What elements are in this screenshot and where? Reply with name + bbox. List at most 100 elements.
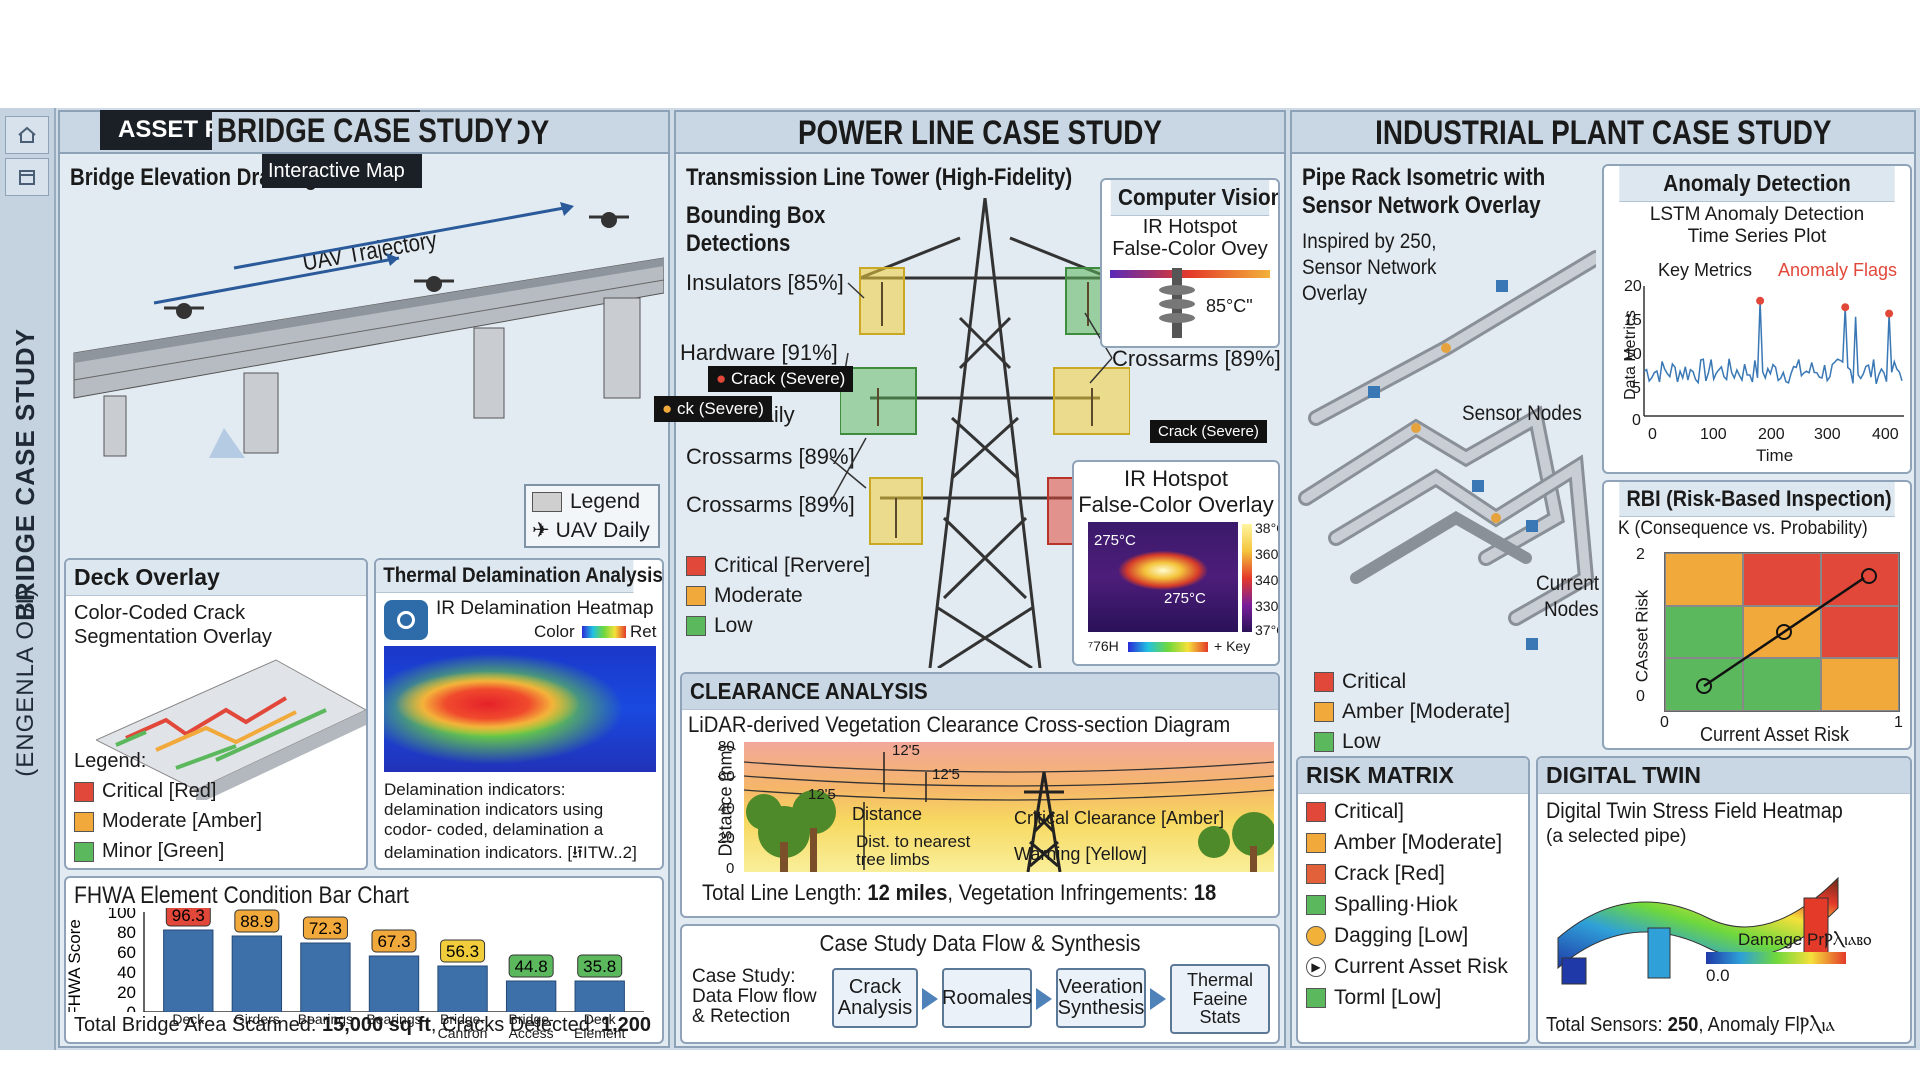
transmission-tower-drawing [840, 198, 1130, 668]
fhwa-y-axis-label: FHWA Score [66, 919, 84, 1012]
rbi-panel: RBI (Risk-Based Inspection) K (Consequen… [1602, 480, 1912, 750]
legend-low: Low [686, 614, 753, 638]
ir-delamination-heatmap [384, 646, 656, 772]
computer-vision-panel: Computer Vision IR Hotspot False-Color O… [1100, 178, 1280, 348]
fhwa-value-label: 88.9 [240, 912, 273, 931]
flow-step-thermal-stats[interactable]: Thermal Faeine Stats [1170, 964, 1270, 1034]
legend-amber: Amber [Moderate] [1314, 700, 1510, 724]
elevation-legend: Legend ✈UAV Daily [524, 484, 660, 548]
crack-severe-tag-2: ● ck (Severe) [654, 396, 772, 422]
anomaly-flag-marker [1885, 309, 1894, 318]
fhwa-y-tick: 80 [117, 923, 136, 942]
calendar-icon [19, 170, 35, 185]
bridge-title-overlay: BRIDGE CASE STUDY [212, 112, 518, 151]
fhwa-category-label: Deck [172, 1011, 205, 1027]
fhwa-bar-chart: FHWA Score02040608010096.388.972.367.356… [66, 908, 644, 1012]
tower-title: Transmission Line Tower (High-Fidelity) [686, 164, 1073, 191]
fhwa-footer: Total Bridge Area Scanned: 15,000 sq ft,… [74, 1014, 652, 1036]
legend-minor: Minor [Green] [74, 840, 224, 863]
clearance-analysis-panel: CLEARANCE ANALYSIS LiDAR-derived Vegetat… [680, 672, 1280, 918]
fhwa-value-label: 67.3 [377, 932, 410, 951]
data-flow-panel: Case Study Data Flow & Synthesis Case St… [680, 924, 1280, 1044]
legend-critical: Critical [Red] [74, 780, 216, 803]
anomaly-detection-panel: Anomaly Detection LSTM Anomaly Detection… [1602, 164, 1912, 474]
alert-icon: ● [662, 399, 673, 418]
fhwa-category-label: Bridge- Access [508, 1011, 554, 1041]
rbi-risk-grid [1664, 552, 1900, 712]
thermal-color-scale [582, 626, 626, 638]
crack-severe-tag: ● Crack (Severe) [708, 366, 854, 392]
tower-panel: Transmission Line Tower (High-Fidelity) … [654, 158, 1281, 668]
alert-icon: ● [716, 369, 727, 388]
arrow-right-icon [1150, 988, 1166, 1010]
fhwa-value-badge [234, 909, 280, 933]
fhwa-y-tick: 60 [117, 943, 136, 962]
power-column: POWER LINE CASE STUDY Transmission Line … [654, 110, 1286, 1048]
legend-moderate: Moderate [686, 584, 803, 608]
fhwa-value-badge [508, 954, 554, 978]
sidebar-vertical-title: BRIDGE CASE STUDY [10, 328, 40, 621]
fhwa-bar [505, 980, 557, 1012]
fhwa-value-badge [165, 908, 211, 927]
risk-item-dagging: Dagging [Low] [1306, 924, 1468, 948]
fhwa-category-label: Girders [233, 1011, 280, 1027]
home-button[interactable] [5, 116, 49, 154]
deck-overlay-panel: Deck Overlay Color-Coded Crack Segmentat… [64, 558, 368, 870]
fhwa-value-badge [302, 916, 348, 940]
legend-moderate: Moderate [Amber] [74, 810, 262, 833]
risk-item-amber: Amber [Moderate] [1306, 831, 1502, 855]
risk-item-crack: Crack [Red] [1306, 862, 1445, 886]
fhwa-y-tick: 20 [117, 983, 136, 1002]
fhwa-category-label: Deck Element [574, 1011, 626, 1041]
legend-uav-daily: ✈UAV Daily [532, 519, 650, 542]
play-icon: ▶ [1306, 957, 1326, 978]
insulator-icon [1159, 268, 1195, 338]
fhwa-value-badge [577, 954, 623, 978]
fhwa-value-badge [440, 939, 486, 963]
pipe-rack-panel: Pipe Rack Isometric with Sensor Network … [1296, 158, 1599, 753]
fhwa-bar [231, 935, 283, 1012]
risk-item-current-asset: ▶Current Asset Risk [1306, 955, 1508, 979]
risk-matrix-panel: RISK MATRIX Critical] Amber [Moderate] C… [1296, 756, 1530, 1044]
calendar-button[interactable] [5, 158, 49, 196]
legend-critical: Critical [1314, 670, 1406, 694]
bridge-elevation-drawing [73, 202, 664, 458]
ir-hotspot-image [1088, 522, 1238, 632]
fhwa-y-tick: 40 [117, 963, 136, 982]
drone-icon: ✈ [532, 519, 550, 542]
flow-step-roomales[interactable]: Roomales [942, 968, 1032, 1028]
sidebar-vertical-sub: (ENGENLA OI/I) [12, 588, 39, 777]
fhwa-category-label: Bridge- Cantron [437, 1011, 488, 1041]
ir-temperature-scale [1242, 524, 1252, 632]
flow-step-veeration-synthesis[interactable]: Veeration Synthesis [1056, 968, 1146, 1028]
clearance-diagram [744, 752, 1274, 872]
fhwa-category-label: Bearings [366, 1011, 422, 1027]
damage-color-scale [1706, 952, 1846, 964]
fhwa-value-label: 72.3 [309, 919, 342, 938]
deck-crack-overlay [96, 659, 366, 800]
deck-overlay-title: Deck Overlay [66, 560, 366, 596]
plant-title: INDUSTRIAL PLANT CASE STUDY [1292, 112, 1914, 154]
clearance-footer: Total Line Length: 12 miles, Vegetation … [702, 880, 1217, 905]
rbi-trend-arrow [1696, 568, 1877, 694]
plant-column: INDUSTRIAL PLANT CASE STUDY Pipe Rack Is… [1290, 110, 1916, 1048]
ir-hotspot-panel: IR Hotspot False-Color Overlay 275°C 275… [1072, 460, 1280, 666]
data-flow-title: Case Study Data Flow & Synthesis [819, 930, 1141, 956]
stress-field-heatmap [1557, 876, 1839, 985]
fhwa-category-label: Bearings [297, 1011, 354, 1027]
thermal-title: Thermal Delamination Analysis [376, 560, 662, 593]
crack-severe-tag-3: Crack (Severe) [1150, 420, 1267, 443]
risk-item-critical: Critical] [1306, 800, 1404, 824]
anomaly-flag-marker [1756, 296, 1765, 305]
fhwa-title: FHWA Element Condition Bar Chart [74, 882, 409, 909]
fhwa-value-badge [371, 929, 417, 953]
flow-step-crack-analysis[interactable]: Crack Analysis [832, 968, 918, 1028]
drone-icon [164, 303, 204, 319]
anomaly-time-series [1643, 286, 1904, 417]
bridge-column: BRIDGE CASE STUDY Bridge Elevation Drawi… [58, 110, 670, 1048]
risk-item-torml: Torml [Low] [1306, 986, 1441, 1010]
sidebar: BRIDGE CASE STUDY (ENGENLA OI/I) [0, 108, 56, 1050]
interactive-map-tab[interactable]: Interactive Map [262, 154, 422, 188]
digital-twin-footer: Total Sensors: 250, Anomaly FlⲢⲖⲓⲁ [1546, 1014, 1835, 1036]
fhwa-y-tick: 100 [108, 908, 136, 922]
